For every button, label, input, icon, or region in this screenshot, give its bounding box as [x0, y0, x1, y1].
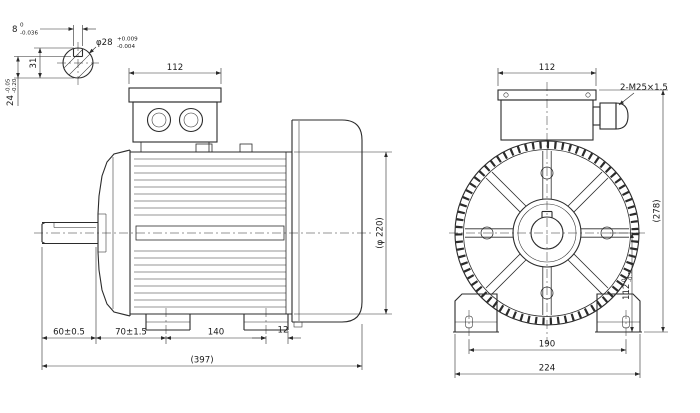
cowl-screw-left	[480, 226, 494, 240]
feet-side	[145, 308, 289, 336]
dim-shaft-dia-tol-up: +0.009	[117, 37, 138, 43]
dim-keyway-width-tol-up: 0	[20, 23, 24, 29]
dim-front-box-width-label: 112	[539, 63, 555, 73]
dim-overall-height: (278)	[599, 89, 668, 333]
stator-body	[129, 143, 292, 316]
motor-side-view: 112 (φ 220) 60±0.5 70±1.5 140 12	[34, 63, 392, 370]
dim-keyway-width-tol-low: -0.036	[20, 31, 38, 37]
dim-front-box-width: 112	[497, 63, 597, 86]
hub	[512, 198, 582, 268]
drain-plug	[293, 321, 303, 328]
dim-frame-dia: (φ 220)	[294, 151, 392, 315]
lid-screw-left	[503, 92, 509, 98]
cowl-screw-bottom	[540, 286, 554, 300]
dim-70-label: 70±1.5	[115, 328, 147, 338]
dims-front-bottom: 190 224	[454, 334, 641, 378]
dim-keyway-depth: 24 -0.05 -0.20	[6, 56, 71, 106]
dim-side-box-width: 112	[128, 63, 222, 84]
shaft-section-detail: 8 0 -0.036 31 φ28 +0.009 -0.004 24 -0.05	[6, 23, 138, 106]
dim-foot-holes-label: 190	[539, 340, 555, 350]
cowl-screw-top	[540, 166, 554, 180]
lifting-lug-2	[239, 143, 253, 153]
motor-front-view: 112 2-M25×1.5 (278) 112 0 -0.5	[449, 63, 668, 378]
keyway-slot	[72, 48, 84, 58]
dim-140-label: 140	[208, 328, 224, 338]
shaft	[41, 221, 98, 245]
fan-cowl-side	[291, 119, 363, 328]
cable-gland	[592, 102, 629, 130]
spokes	[465, 151, 629, 315]
dim-shaft-height-label: 112	[622, 284, 632, 300]
terminal-box-side	[128, 87, 222, 152]
dim-keyway-depth-tol-low: -0.20	[12, 78, 18, 93]
side-rail	[135, 225, 285, 241]
dim-side-box-width-label: 112	[167, 63, 183, 73]
gland-label: 2-M25×1.5	[620, 83, 668, 93]
terminal-box-front	[497, 89, 597, 141]
gland-callout: 2-M25×1.5	[618, 83, 668, 106]
lifting-lug	[195, 143, 213, 153]
dim-shaft-dia-label: φ28	[96, 38, 113, 48]
end-shield	[97, 149, 131, 317]
dim-shaft-height: 112 0 -0.5	[610, 232, 640, 333]
dim-keyway-width: 8 0 -0.036	[12, 23, 96, 46]
cooling-fins	[134, 158, 286, 308]
cable-entry-1	[146, 107, 172, 133]
dim-shaft-dia-tol-low: -0.004	[117, 44, 135, 50]
dim-overall-length-label: (397)	[190, 356, 213, 366]
dim-shaft-dia: φ28 +0.009 -0.004	[88, 37, 138, 54]
dim-12-label: 12	[278, 326, 289, 336]
dim-keyway-depth-tol-up: -0.05	[6, 78, 12, 93]
lid-screw-right	[585, 92, 591, 98]
dim-keyway-width-label: 8	[12, 25, 17, 35]
feet-front	[453, 293, 642, 340]
dims-side-bottom: 60±0.5 70±1.5 140 12 (397)	[41, 247, 363, 370]
dim-foot-width-label: 224	[539, 364, 555, 374]
dim-frame-dia-label: (φ 220)	[376, 217, 386, 249]
dim-shaft-height-tol-low: -0.5	[628, 271, 634, 282]
dim-overall-height-label: (278)	[653, 199, 663, 222]
dim-shaft-ext-label: 60±0.5	[53, 328, 85, 338]
dim-shaft-height-tol-up: 0	[622, 278, 628, 282]
dim-31-label: 31	[29, 58, 39, 69]
cable-entry-2	[178, 107, 204, 133]
dim-keyway-depth-label: 24	[6, 95, 16, 106]
dim-31: 31	[14, 47, 74, 79]
